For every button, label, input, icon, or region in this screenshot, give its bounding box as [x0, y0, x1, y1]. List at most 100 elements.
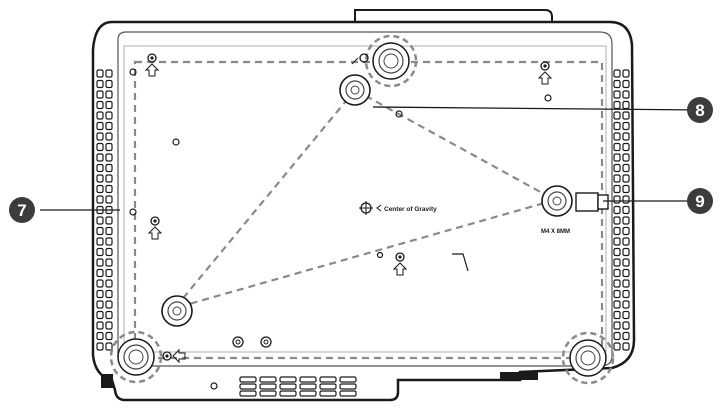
- vent-slot: [105, 247, 113, 257]
- vent-slot: [622, 216, 630, 225]
- vent-slot: [96, 184, 104, 194]
- vent-slot: [622, 300, 630, 309]
- vent-slot: [105, 153, 113, 162]
- vent-slot: [613, 321, 621, 330]
- vent-slot: [622, 342, 630, 351]
- vent-slot: [622, 121, 630, 131]
- vent-slot: [613, 237, 621, 246]
- vent-slot: [105, 111, 113, 120]
- vent-slot: [622, 237, 630, 246]
- screw-hole-top-left: [144, 53, 160, 77]
- foot-bottom-right: [561, 331, 615, 385]
- adjuster-foot-right: [541, 185, 609, 217]
- vent-slot: [613, 111, 621, 120]
- vent-slot: [239, 383, 257, 390]
- callout-8: 8: [687, 97, 713, 123]
- vent-slot: [613, 174, 621, 183]
- vent-slot: [299, 383, 317, 390]
- vent-slot: [105, 100, 113, 110]
- vent-slot: [96, 342, 104, 351]
- up-arrow-icon: [537, 71, 553, 85]
- vent-slot: [96, 300, 104, 309]
- vent-slot: [105, 132, 113, 141]
- vent-slot: [259, 390, 277, 397]
- vent-slot: [259, 383, 277, 390]
- vent-slot: [96, 90, 104, 99]
- vent-slot: [96, 79, 104, 89]
- vent-slot: [613, 279, 621, 288]
- callout-7: 7: [9, 197, 35, 223]
- foot-top: [364, 34, 418, 88]
- vent-slot: [105, 279, 113, 288]
- vent-slot: [622, 226, 630, 236]
- vent-slot: [96, 258, 104, 267]
- vent-slot: [622, 132, 630, 141]
- up-arrow-icon: [144, 63, 160, 77]
- vent-slot: [613, 142, 621, 152]
- vent-slot: [239, 376, 257, 383]
- vent-slot: [96, 174, 104, 183]
- callout-9: 9: [687, 188, 713, 214]
- vent-slot: [613, 216, 621, 225]
- vent-slot: [613, 69, 621, 78]
- vent-slot: [613, 90, 621, 99]
- vent-slot: [319, 390, 337, 397]
- vent-slot: [339, 390, 357, 397]
- vent-slot: [96, 247, 104, 257]
- feet-triangle-outline: [171, 89, 558, 311]
- vent-slot: [105, 321, 113, 330]
- screw-spec-label: M4 X 8MM: [541, 229, 570, 235]
- vent-slot: [105, 121, 113, 131]
- vent-slot: [613, 247, 621, 257]
- left-caret-icon: [376, 204, 382, 212]
- vent-slot: [622, 90, 630, 99]
- vent-slot: [613, 310, 621, 320]
- vent-slot: [279, 390, 297, 397]
- vent-slot: [105, 184, 113, 194]
- mounting-area-outline: [133, 60, 604, 360]
- vent-slot: [96, 121, 104, 131]
- screw-hole-top-right: [537, 61, 553, 85]
- corner-mark: [452, 253, 469, 272]
- vent-slot: [96, 153, 104, 162]
- vent-slot: [239, 390, 257, 397]
- vent-slot: [96, 216, 104, 225]
- vent-slot: [613, 121, 621, 131]
- vent-slot: [105, 226, 113, 236]
- vent-slot: [622, 279, 630, 288]
- vent-slot: [259, 376, 277, 383]
- vent-slot: [96, 226, 104, 236]
- vent-slot: [96, 331, 104, 341]
- projector-housing: [91, 9, 636, 402]
- vent-slot: [96, 195, 104, 204]
- vent-slot: [339, 376, 357, 383]
- vent-slot: [613, 342, 621, 351]
- vent-slot: [105, 79, 113, 89]
- vent-slot: [105, 69, 113, 78]
- vent-slot: [613, 132, 621, 141]
- callout-leaders: [40, 106, 703, 211]
- vent-slot: [105, 342, 113, 351]
- adjuster-foot-left: [161, 295, 193, 327]
- vent-slot: [622, 174, 630, 183]
- up-arrow-icon: [147, 226, 163, 240]
- vent-slot: [622, 184, 630, 194]
- vent-slot: [613, 331, 621, 341]
- vent-slot: [105, 195, 113, 204]
- vent-slot: [622, 142, 630, 152]
- vent-slot: [613, 268, 621, 278]
- screw-hole-left-middle: [147, 216, 163, 240]
- vent-slot: [613, 289, 621, 299]
- vent-slot: [105, 289, 113, 299]
- vent-slot: [299, 376, 317, 383]
- vent-slot: [105, 163, 113, 173]
- svg-text:9: 9: [695, 192, 704, 211]
- vent-slot: [622, 321, 630, 330]
- vent-slot: [622, 163, 630, 173]
- screw-hole-center: [392, 252, 408, 276]
- svg-text:8: 8: [695, 101, 704, 120]
- vent-slot: [96, 310, 104, 320]
- vent-slot: [622, 268, 630, 278]
- vent-slot: [105, 216, 113, 225]
- vent-slot: [622, 205, 630, 215]
